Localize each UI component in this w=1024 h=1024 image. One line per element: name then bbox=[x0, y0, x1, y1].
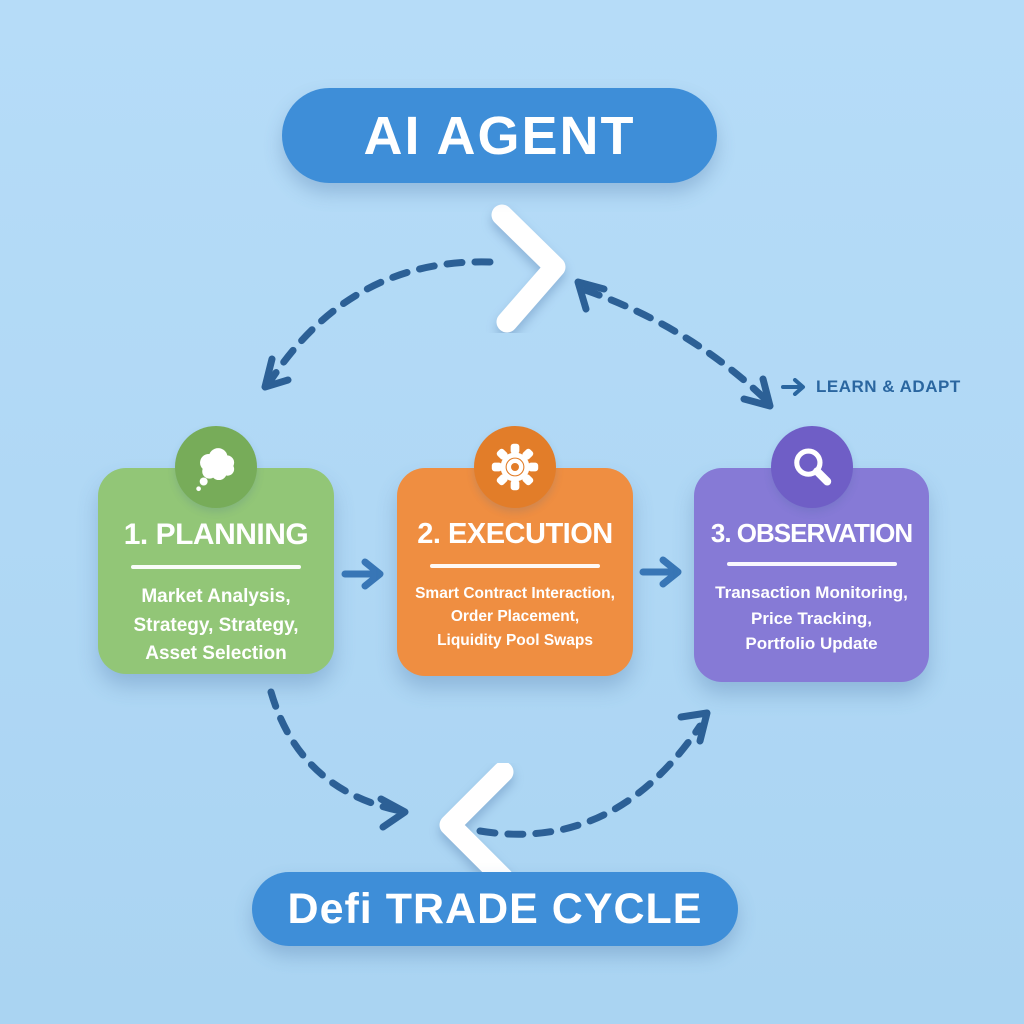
defi-trade-cycle-title: Defi TRADE CYCLE bbox=[287, 884, 703, 933]
dashed-arc-top-right bbox=[574, 278, 774, 410]
gear-icon bbox=[474, 426, 556, 508]
learn-adapt-text: LEARN & ADAPT bbox=[816, 377, 961, 396]
observation-line-2: Price Tracking, bbox=[751, 608, 872, 628]
observation-line-3: Portfolio Update bbox=[745, 634, 878, 653]
flow-chevron-left-icon bbox=[439, 763, 514, 888]
observation-title: 3. OBSERVATION bbox=[710, 518, 913, 548]
dashed-arc-top-left bbox=[261, 258, 494, 391]
learn-adapt-label: LEARN & ADAPT bbox=[781, 377, 961, 397]
execution-title: 2. EXECUTION bbox=[417, 518, 613, 550]
ai-agent-badge: AI AGENT bbox=[282, 88, 717, 183]
observation-line-1: Transaction Monitoring, bbox=[715, 583, 908, 602]
execution-line-2: Order Placement, bbox=[450, 608, 580, 626]
planning-card: 1. PLANNING Market Analysis, Strategy, S… bbox=[98, 426, 334, 674]
planning-divider bbox=[131, 565, 301, 569]
planning-title: 1. PLANNING bbox=[123, 518, 309, 551]
planning-line-2: Strategy, Strategy, bbox=[133, 614, 299, 636]
execution-details: Smart Contract Interaction, Order Placem… bbox=[397, 582, 633, 652]
observation-details: Transaction Monitoring, Price Tracking, … bbox=[694, 580, 929, 657]
planning-line-1: Market Analysis, bbox=[141, 586, 291, 607]
defi-trade-cycle-badge: Defi TRADE CYCLE bbox=[252, 872, 738, 946]
arrow-execution-to-observation bbox=[639, 556, 682, 588]
observation-divider bbox=[726, 562, 897, 566]
planning-details: Market Analysis, Strategy, Strategy, Ass… bbox=[98, 583, 334, 669]
ai-agent-title: AI AGENT bbox=[363, 105, 636, 166]
execution-line-1: Smart Contract Interaction, bbox=[415, 585, 615, 602]
dashed-arc-bottom-right bbox=[476, 709, 711, 838]
observation-card: 3. OBSERVATION Transaction Monitoring, P… bbox=[694, 426, 929, 682]
arrow-planning-to-execution bbox=[341, 558, 384, 590]
execution-card: 2. EXECUTION Smart Contract Interaction,… bbox=[397, 426, 633, 676]
thought-cloud-icon bbox=[175, 426, 257, 508]
flow-chevron-right-icon bbox=[491, 204, 566, 333]
execution-divider bbox=[430, 564, 600, 568]
execution-line-3: Liquidity Pool Swaps bbox=[437, 631, 593, 649]
dashed-arc-bottom-left bbox=[267, 688, 409, 831]
planning-line-3: Asset Selection bbox=[145, 643, 287, 664]
magnifier-icon bbox=[770, 426, 853, 508]
learn-adapt-arrow-icon bbox=[781, 378, 805, 396]
